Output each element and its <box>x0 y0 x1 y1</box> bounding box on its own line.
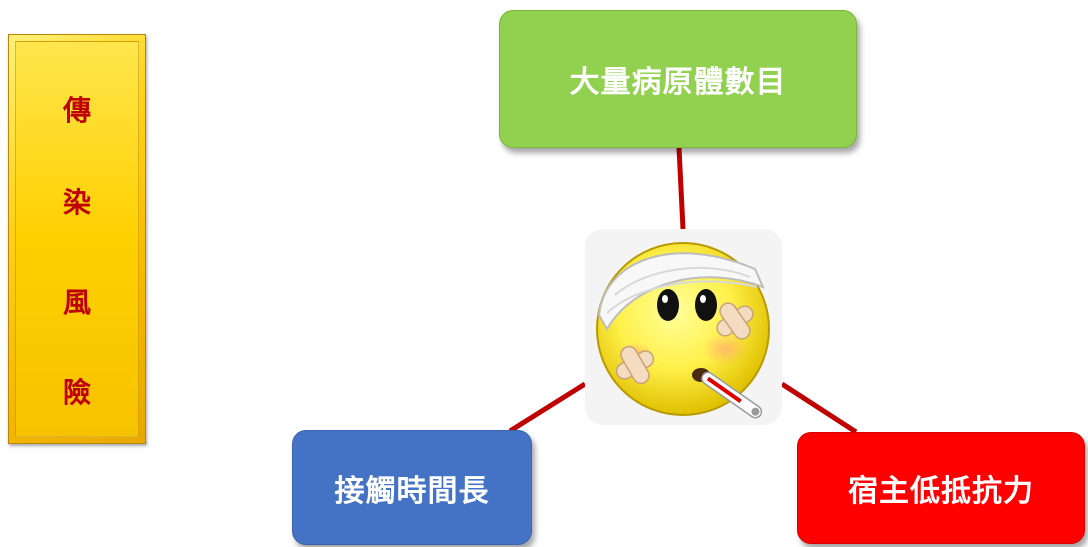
sick-face-icon <box>596 242 770 419</box>
title-char-3: 風 <box>62 286 91 319</box>
node-pathogen-count: 大量病原體數目 <box>499 10 857 148</box>
title-banner: 傳 染 風 險 <box>8 34 146 444</box>
title-char-1: 傳 <box>62 94 91 127</box>
node-contact-duration-label: 接觸時間長 <box>334 473 490 509</box>
node-host-resistance: 宿主低抵抗力 <box>797 432 1085 544</box>
connector-left <box>508 381 587 434</box>
title-banner-inner: 傳 染 風 險 <box>15 41 139 437</box>
node-contact-duration: 接觸時間長 <box>292 430 532 545</box>
node-pathogen-count-label: 大量病原體數目 <box>569 65 787 100</box>
connector-top <box>676 147 686 230</box>
connector-right <box>780 381 858 435</box>
node-host-resistance-label: 宿主低抵抗力 <box>848 474 1034 509</box>
title-char-4: 險 <box>62 376 91 409</box>
center-tile <box>585 229 782 425</box>
title-char-2: 染 <box>62 186 91 219</box>
